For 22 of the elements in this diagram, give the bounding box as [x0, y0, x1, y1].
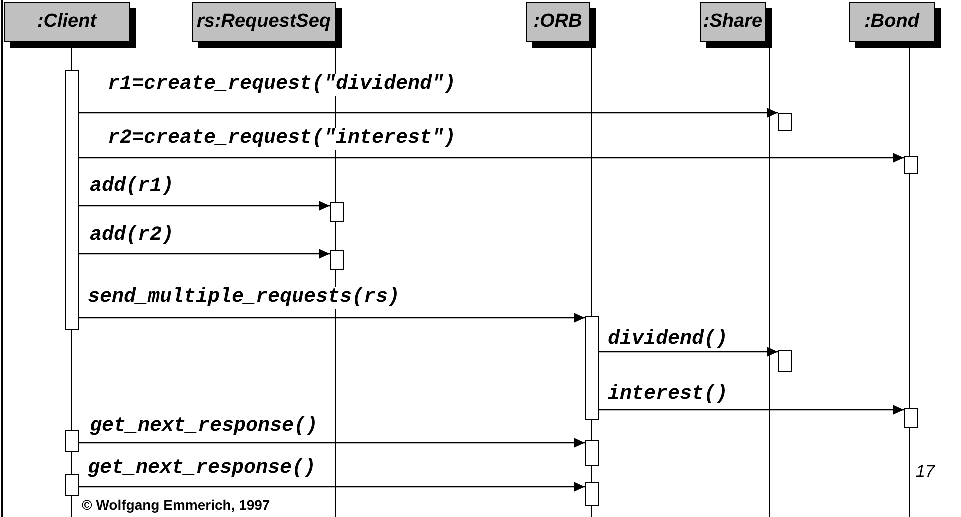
message-arrow	[79, 482, 585, 492]
activation-bar	[585, 440, 599, 466]
copyright-note: © Wolfgang Emmerich, 1997	[82, 497, 270, 513]
message-arrow	[599, 347, 778, 357]
activation-bar	[585, 316, 599, 420]
message-arrow	[599, 405, 904, 415]
message-arrow	[79, 313, 585, 323]
activation-bar	[65, 474, 79, 496]
activation-bar	[904, 156, 918, 174]
activation-bar	[778, 350, 792, 372]
message-arrow	[79, 438, 585, 448]
activation-bar	[330, 202, 344, 222]
activation-bar	[65, 430, 79, 452]
activation-bar	[585, 482, 599, 506]
message-arrow	[79, 249, 330, 259]
activation-bar	[904, 408, 918, 428]
message-arrow	[79, 201, 330, 211]
message-arrow	[79, 153, 904, 163]
activation-bar	[65, 70, 79, 330]
activation-bar	[778, 113, 792, 131]
message-arrow	[79, 108, 778, 118]
activation-bar	[330, 250, 344, 270]
